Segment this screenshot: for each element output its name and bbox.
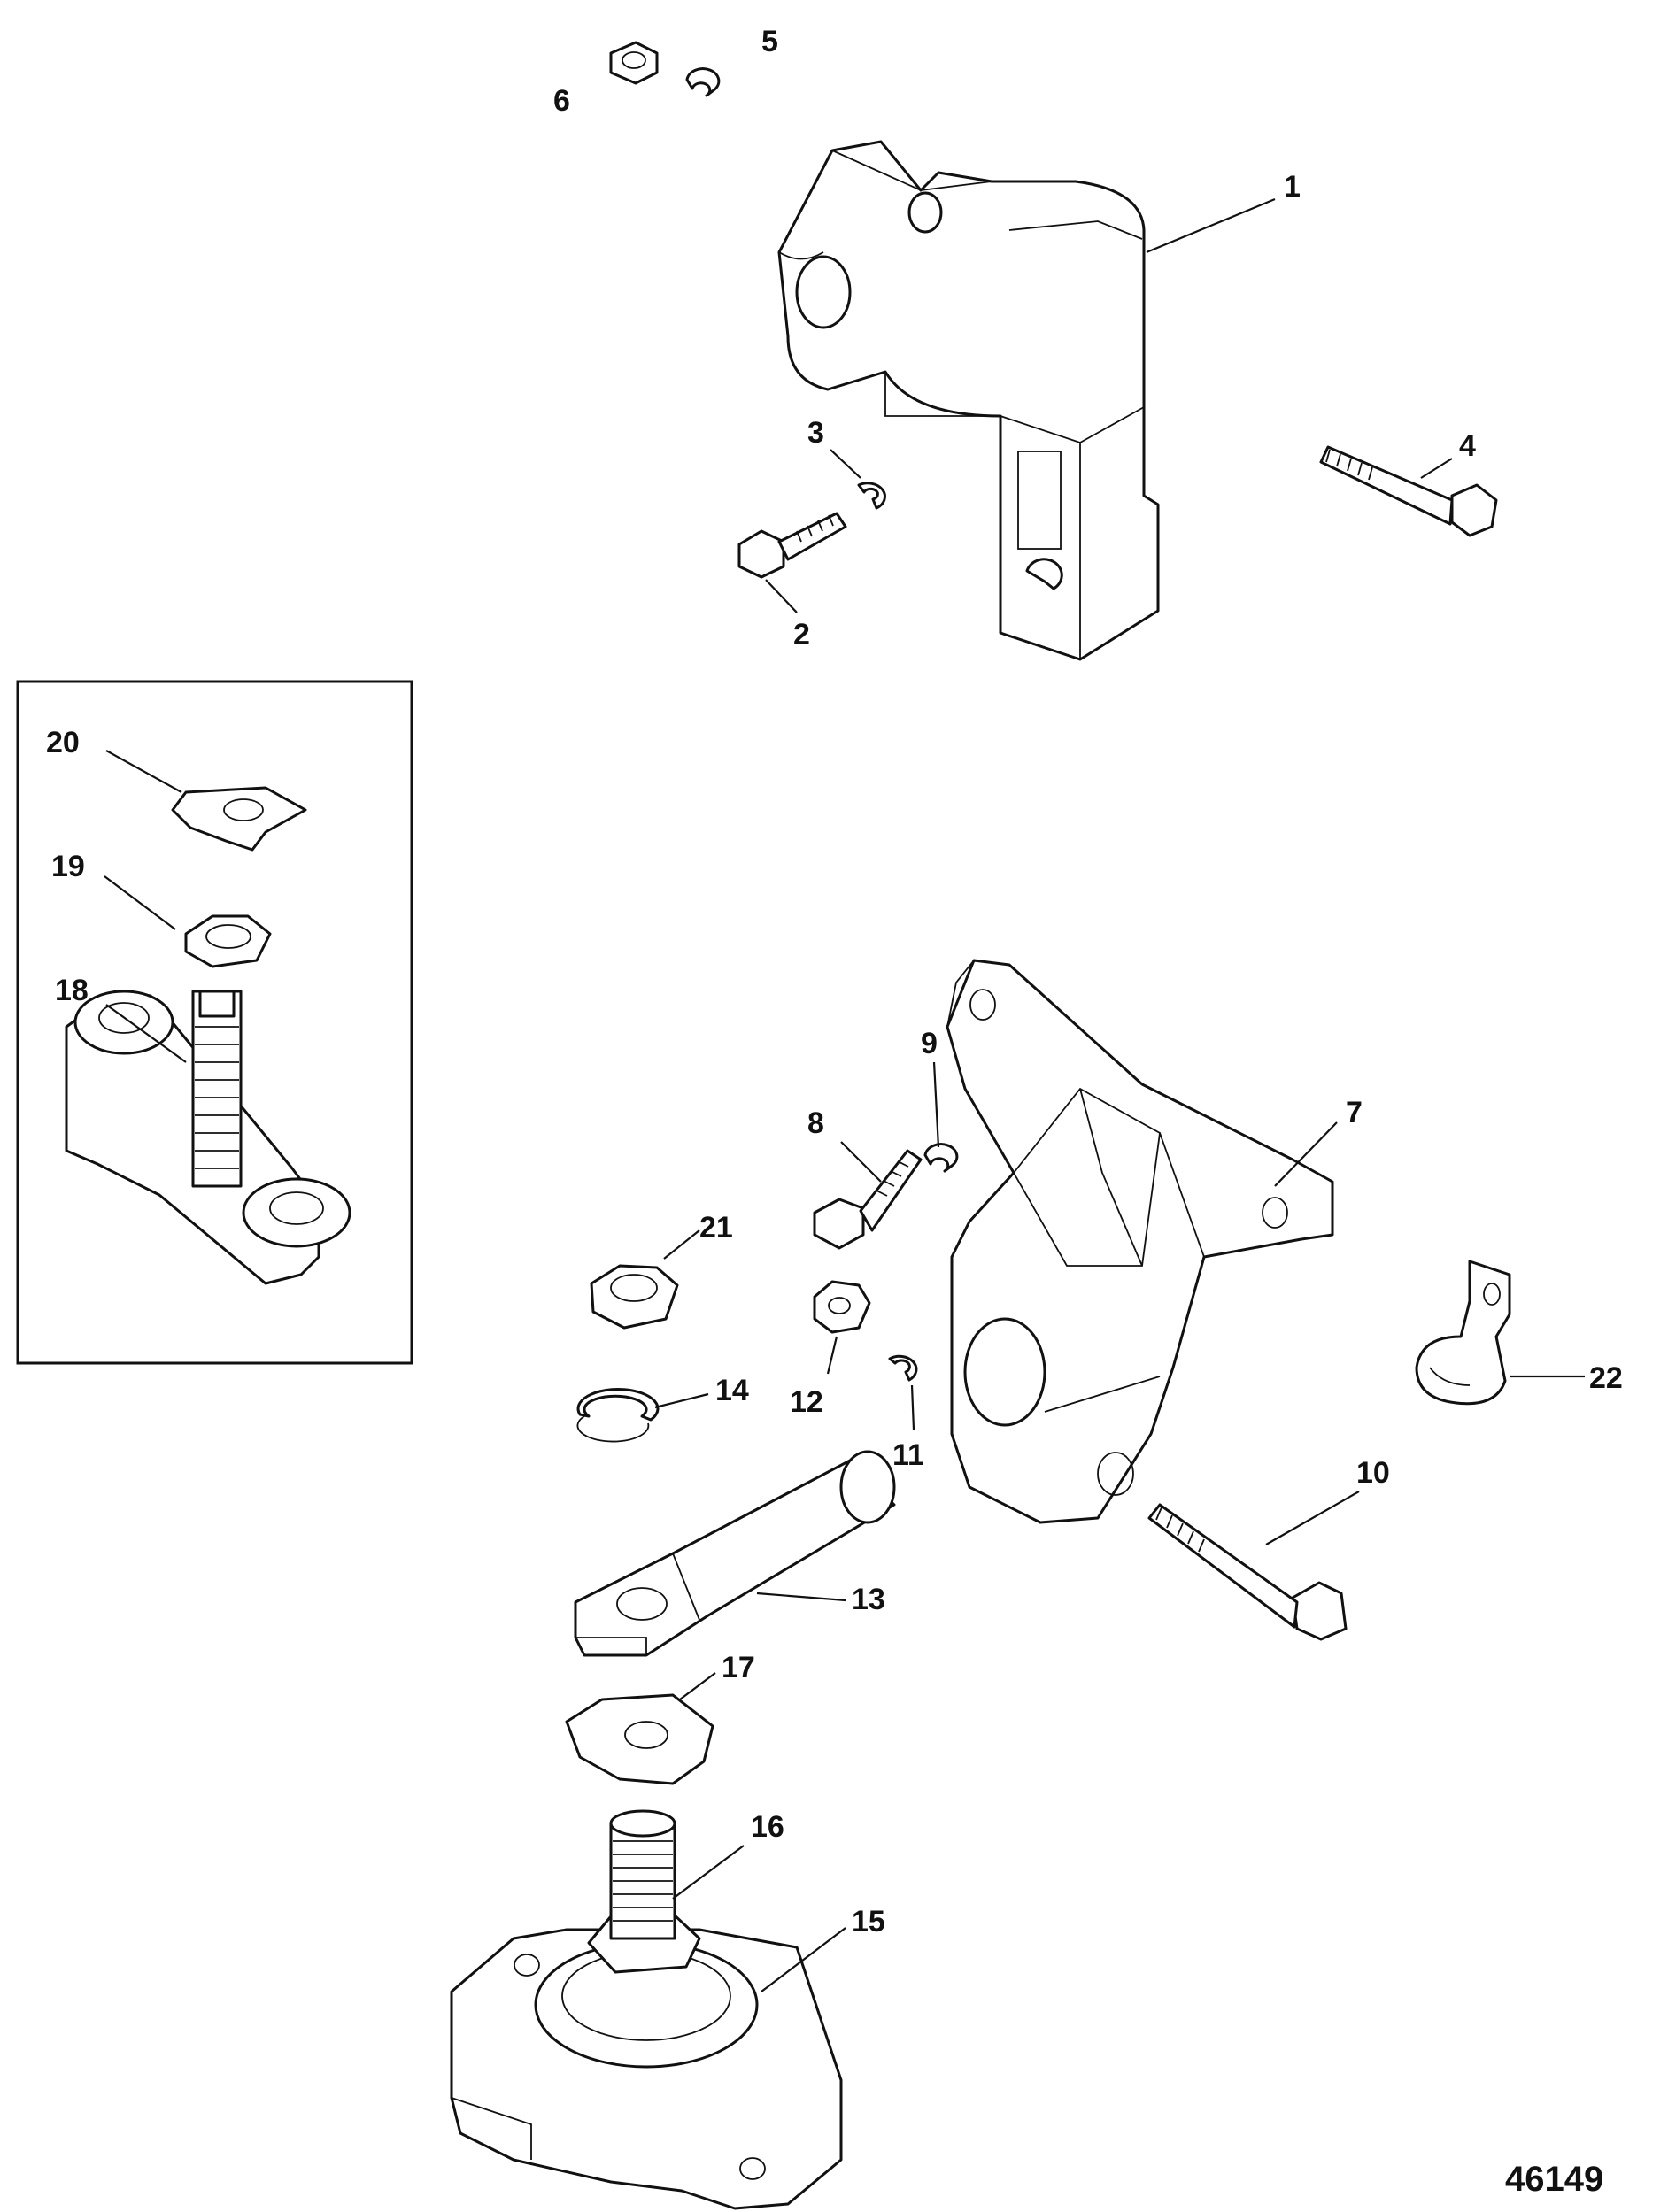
leader-line-3 (830, 449, 861, 479)
callout-14: 14 (715, 1374, 749, 1407)
part-15-engine-mount (450, 1928, 843, 2210)
callout-9: 9 (921, 1027, 938, 1060)
callout-5: 5 (761, 25, 778, 58)
leader-line-19 (104, 875, 176, 930)
part-11-lock-washer (888, 1354, 918, 1382)
leader-line-7 (1274, 1121, 1338, 1187)
part-14-snap-ring (576, 1388, 660, 1443)
leader-line-18 (105, 1004, 187, 1063)
part-12-hex-nut (813, 1280, 871, 1334)
callout-15: 15 (852, 1905, 885, 1938)
part-19-hex-nut (184, 914, 272, 968)
callout-13: 13 (852, 1583, 885, 1616)
leader-line-9 (932, 1061, 940, 1148)
leader-line-14 (654, 1392, 709, 1409)
leader-line-8 (840, 1141, 882, 1183)
part-18-stud-plate (65, 990, 351, 1285)
callout-6: 6 (553, 84, 570, 118)
part-7-lower-bracket (946, 959, 1334, 1524)
part-21-hex-nut (590, 1264, 679, 1330)
callout-3: 3 (807, 416, 824, 450)
leader-line-12 (826, 1336, 838, 1375)
callout-12: 12 (790, 1385, 823, 1419)
leader-line-2 (765, 579, 798, 613)
leader-line-11 (910, 1384, 915, 1430)
leader-line-13 (756, 1592, 846, 1602)
callout-17: 17 (722, 1651, 755, 1684)
inset-box (16, 680, 413, 1365)
callout-11: 11 (892, 1438, 924, 1472)
callout-16: 16 (751, 1810, 784, 1844)
callout-2: 2 (793, 618, 810, 651)
callout-21: 21 (699, 1211, 733, 1245)
callout-18: 18 (55, 974, 89, 1007)
callout-20: 20 (46, 726, 80, 759)
part-6-hex-nut (609, 41, 659, 85)
part-17-tab-washer (565, 1693, 714, 1785)
part-3-lock-washer (857, 482, 886, 510)
callout-22: 22 (1589, 1361, 1623, 1395)
leader-line-10 (1265, 1491, 1360, 1545)
leader-line-21 (663, 1229, 700, 1260)
part-20-tab-washer (171, 786, 307, 852)
part-5-lock-washer (685, 67, 721, 97)
leader-line-4 (1420, 458, 1453, 479)
leader-line-15 (761, 1927, 846, 1992)
callout-1: 1 (1284, 170, 1301, 204)
leader-line-20 (105, 750, 182, 793)
callout-10: 10 (1356, 1456, 1390, 1490)
part-13-sleeve (574, 1450, 896, 1657)
part-16-stud (587, 1809, 701, 1974)
leader-line-17 (679, 1672, 716, 1700)
part-4-long-bolt (1319, 445, 1498, 537)
leader-line-1 (1146, 197, 1276, 254)
part-10-long-bolt (1147, 1503, 1348, 1641)
figure-number: 46149 (1505, 2160, 1603, 2199)
part-9-lock-washer (923, 1143, 959, 1173)
callout-4: 4 (1459, 429, 1476, 463)
leader-line-16 (672, 1845, 745, 1900)
part-22-hose-clip (1415, 1260, 1511, 1406)
part-2-bolt (737, 512, 847, 579)
part-1-upper-bracket (777, 140, 1160, 661)
callout-19: 19 (51, 850, 85, 883)
callout-8: 8 (807, 1106, 824, 1140)
part-8-bolt (813, 1149, 923, 1250)
callout-7: 7 (1346, 1096, 1363, 1129)
